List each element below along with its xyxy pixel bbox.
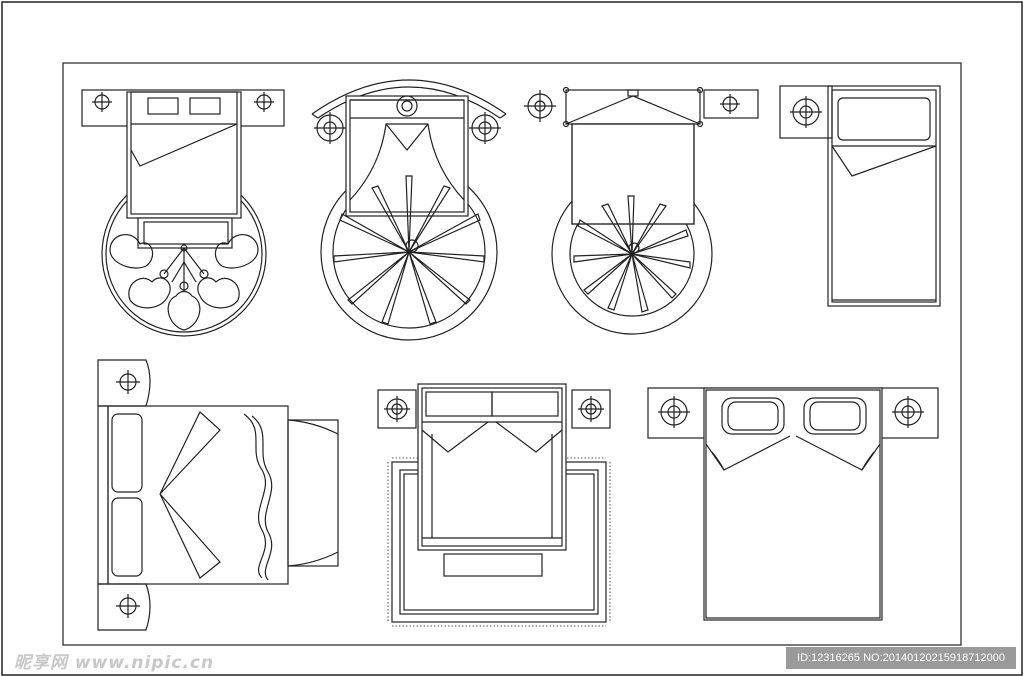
bed-with-fringed-rug xyxy=(377,383,611,627)
id-stamp: ID:12316265 NO:20140120215918712000 xyxy=(786,647,1016,669)
lamp-icon xyxy=(469,112,501,144)
starburst-pattern xyxy=(573,195,691,313)
lamp-icon xyxy=(92,92,112,112)
lamp-icon xyxy=(720,94,740,114)
lamp-icon xyxy=(314,112,346,144)
lamp-icon xyxy=(116,370,140,394)
double-bed-with-two-pillows xyxy=(647,387,939,621)
drawing-frame xyxy=(62,62,962,646)
lamp-icon xyxy=(254,92,274,112)
lamp-icon xyxy=(578,396,604,422)
lamp-icon xyxy=(658,396,690,428)
lamp-icon xyxy=(524,90,556,122)
lamp-icon xyxy=(116,594,140,618)
double-bed-with-footbench xyxy=(97,359,339,631)
lamp-icon xyxy=(892,396,924,428)
lamp-icon xyxy=(384,396,410,422)
double-bed-with-lotus-rug xyxy=(81,89,285,337)
single-bed-with-nightstand xyxy=(779,85,941,307)
starburst-pattern xyxy=(333,175,485,325)
canopy-bed-with-round-rug xyxy=(311,79,507,341)
lamp-icon xyxy=(790,96,822,128)
bed-with-round-starburst-rug xyxy=(524,86,759,335)
site-watermark: 昵享网 www.nipic.cn xyxy=(14,653,215,673)
